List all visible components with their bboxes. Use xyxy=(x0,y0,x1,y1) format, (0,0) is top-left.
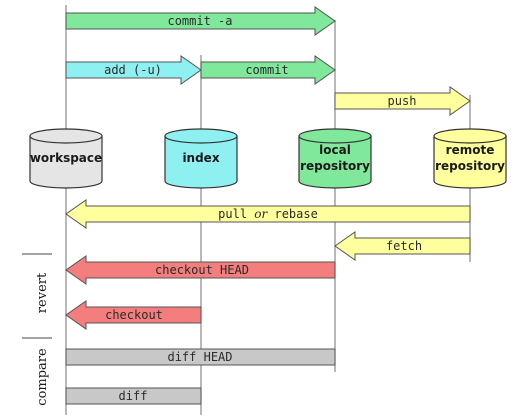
remote-repository-cylinder-body xyxy=(433,135,507,189)
index-cylinder-body xyxy=(164,135,238,189)
diff-head-bar xyxy=(65,348,336,366)
checkout-head-arrow xyxy=(65,255,336,285)
checkout-arrow xyxy=(65,300,202,330)
index-label: index xyxy=(182,151,219,165)
fetch-label: fetch xyxy=(386,239,422,253)
remote-repository-label: repository xyxy=(435,159,505,173)
compare-section-label: compare xyxy=(35,348,50,406)
pull-label: pull xyxy=(218,207,254,221)
commit-label: commit xyxy=(245,63,288,77)
local-label: local xyxy=(319,143,351,157)
push-label: push xyxy=(388,94,417,108)
section-separators xyxy=(22,253,52,339)
remote-label: remote xyxy=(446,143,495,157)
push-arrow xyxy=(334,86,471,116)
add-u-label: add (-u) xyxy=(104,63,162,77)
rebase-label: rebase xyxy=(267,207,318,221)
pull-rebase-label: pull or rebase xyxy=(218,207,318,221)
remote-repository-cylinder-top xyxy=(433,128,507,144)
diff-head-label: diff HEAD xyxy=(167,350,232,364)
remote-repository-cylinder: remote repository xyxy=(433,128,507,189)
pull-rebase-arrow xyxy=(65,199,471,229)
checkout-head-label: checkout HEAD xyxy=(155,263,249,277)
commit-a-arrow xyxy=(65,6,336,36)
local-repository-cylinder-body xyxy=(298,135,372,189)
local-repository-cylinder-top xyxy=(298,128,372,144)
local-repository-label: repository xyxy=(300,159,370,173)
workspace-cylinder: workspace xyxy=(29,128,103,189)
workspace-cylinder-top xyxy=(29,128,103,144)
diff-bar xyxy=(65,387,202,405)
diff-label: diff xyxy=(119,389,148,403)
workspace-label: workspace xyxy=(30,151,102,165)
revert-section-label: revert xyxy=(35,272,50,313)
or-label: or xyxy=(254,207,268,221)
workspace-cylinder-body xyxy=(29,135,103,189)
commit-arrow xyxy=(200,55,336,85)
checkout-label: checkout xyxy=(105,308,163,322)
add-u-arrow xyxy=(65,55,202,85)
index-cylinder: index xyxy=(164,128,238,189)
fetch-arrow xyxy=(334,231,471,261)
local-repository-cylinder: local repository xyxy=(298,128,372,189)
commit-a-label: commit -a xyxy=(167,14,232,28)
index-cylinder-top xyxy=(164,128,238,144)
